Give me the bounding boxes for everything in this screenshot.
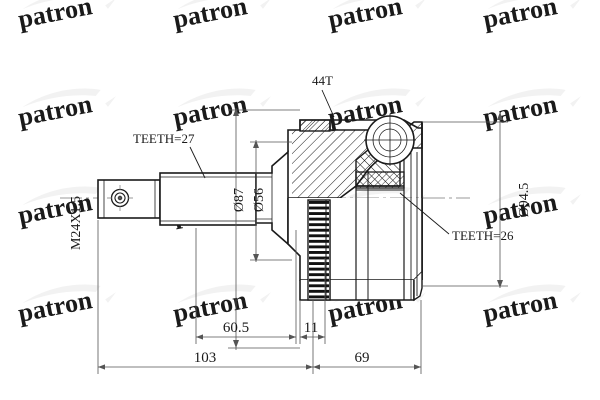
- tone-ring-tooth: [309, 228, 329, 232]
- label-teeth-26: TEETH=26: [452, 228, 514, 243]
- dim-arrow: [414, 364, 421, 370]
- tone-ring-tooth: [309, 267, 329, 271]
- abs-tone-ring: [307, 199, 331, 301]
- tone-ring-tooth: [309, 262, 329, 265]
- tone-ring-tooth: [309, 284, 329, 288]
- length-69: 69: [355, 350, 370, 366]
- label-thread-spec: M24X1.5: [69, 196, 84, 250]
- tone-ring-tooth: [309, 273, 329, 277]
- tone-ring-tooth: [309, 245, 329, 249]
- dim-arrow: [306, 364, 313, 370]
- shaft-threaded-end: [97, 179, 161, 219]
- label-diameter-87: Ø87: [232, 188, 247, 212]
- tone-ring-tooth: [309, 234, 329, 238]
- dim-arrow: [289, 334, 296, 340]
- tone-ring-tooth: [309, 212, 329, 215]
- dim-arrow: [313, 364, 320, 370]
- tone-ring-tooth: [309, 295, 329, 299]
- length-11: 11: [304, 320, 318, 336]
- tone-ring-tooth: [309, 206, 329, 210]
- label-tone-ring-44t: 44T: [312, 73, 333, 88]
- label-diameter-56: Ø56: [252, 188, 267, 212]
- length-103: 103: [194, 350, 217, 366]
- dimension-group: 60.5 11 103 69: [98, 320, 421, 370]
- tone-ring-tooth: [309, 217, 329, 221]
- tone-ring-tooth: [309, 289, 329, 293]
- dim-arrow: [98, 364, 105, 370]
- dim-arrow: [318, 334, 325, 340]
- tone-ring-tooth: [309, 278, 329, 282]
- tone-ring-tooth: [309, 251, 329, 254]
- label-diameter-94-5: Ø94.5: [517, 183, 532, 218]
- tone-ring-tooth: [309, 201, 329, 204]
- tone-ring-tooth: [309, 223, 329, 227]
- length-60-5: 60.5: [223, 320, 249, 336]
- snap-ring-44t: [299, 119, 331, 132]
- tone-ring-tooth: [309, 256, 329, 260]
- dim-arrow: [196, 334, 203, 340]
- dim-arrow: [300, 334, 307, 340]
- tone-ring-tooth: [309, 239, 329, 243]
- ball-bearing: [364, 114, 416, 166]
- label-teeth-27: TEETH=27: [133, 131, 195, 146]
